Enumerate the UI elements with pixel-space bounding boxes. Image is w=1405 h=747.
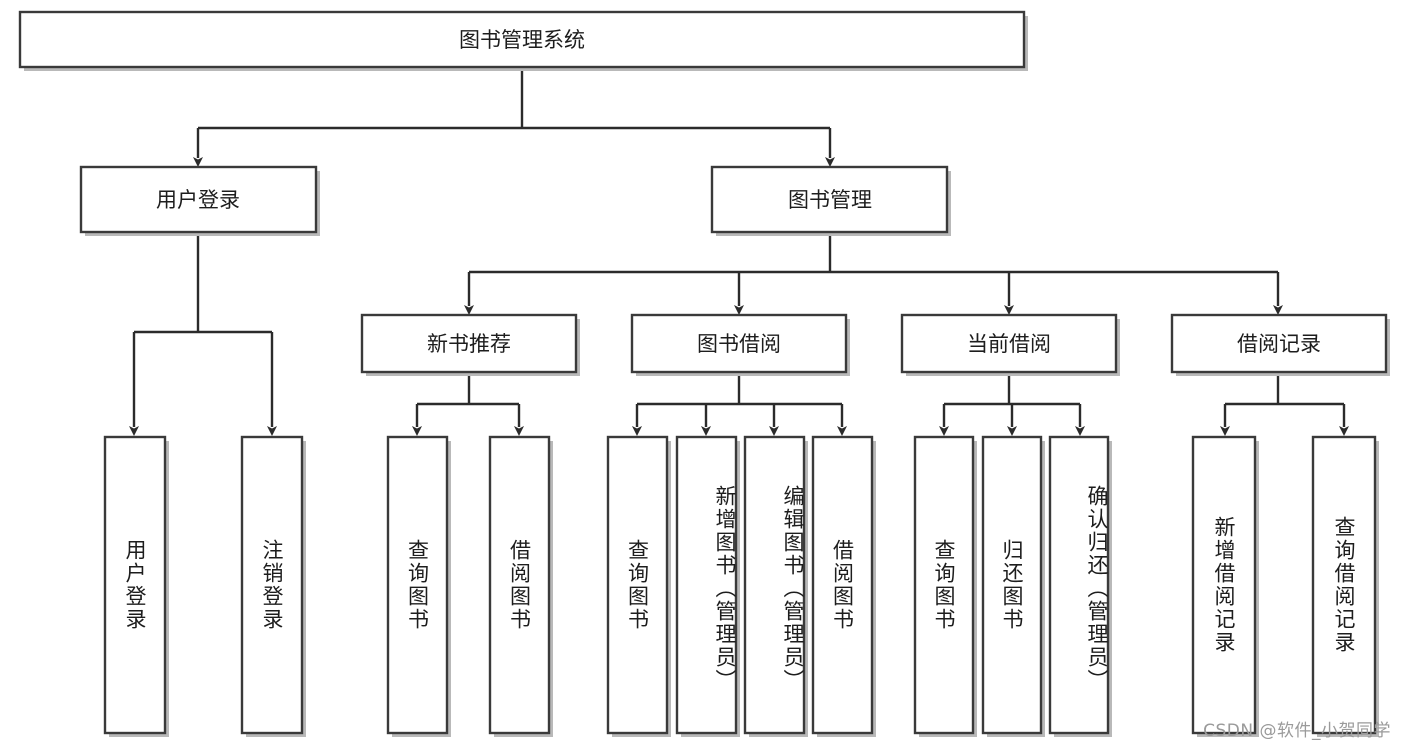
leaf-label-borrow-record-2: 查询借阅记录 <box>1332 516 1357 654</box>
node-borrow-record-label: 借阅记录 <box>1237 332 1321 356</box>
leaf-box-book-borrow-3[interactable] <box>743 435 808 737</box>
leaf-label-borrow-record-1: 新增借阅记录 <box>1212 516 1237 654</box>
leaf-box-book-borrow-1[interactable] <box>606 435 671 737</box>
leaf-box-current-borrow-1[interactable] <box>913 435 977 737</box>
node-borrow-record[interactable]: 借阅记录 <box>1170 313 1390 376</box>
node-root-label: 图书管理系统 <box>459 28 585 52</box>
leaf-box-borrow-record-1[interactable] <box>1191 435 1259 737</box>
node-root[interactable]: 图书管理系统 <box>18 10 1028 71</box>
leaf-box-user-login-2[interactable] <box>240 435 306 737</box>
leaf-label-user-login-2: 注销登录 <box>260 539 285 631</box>
leaf-label-book-borrow-3: 编辑图书（管理员） <box>781 484 805 692</box>
leaf-label-book-borrow-1: 查询图书 <box>625 539 650 631</box>
leaf-box-current-borrow-3[interactable] <box>1048 435 1112 737</box>
connector-group-new-book <box>412 375 524 436</box>
leaf-label-current-borrow-1: 查询图书 <box>932 539 957 631</box>
leaf-label-current-borrow-3: 确认归还（管理员） <box>1085 484 1109 692</box>
leaf-label-user-login-1: 用户登录 <box>123 539 148 631</box>
connector-group-root <box>193 67 835 167</box>
leaf-box-book-borrow-4[interactable] <box>811 435 876 737</box>
leaf-box-new-book-1[interactable] <box>386 435 451 737</box>
leaf-label-current-borrow-2: 归还图书 <box>1000 539 1025 631</box>
node-book-manage[interactable]: 图书管理 <box>710 165 951 236</box>
node-new-book-recommend-label: 新书推荐 <box>427 332 511 356</box>
connector-group-current-borrow <box>939 375 1085 436</box>
leaf-label-book-borrow-2: 新增图书（管理员） <box>713 484 737 692</box>
leaf-label-new-book-1: 查询图书 <box>405 539 430 631</box>
node-book-manage-label: 图书管理 <box>788 188 872 212</box>
leaf-box-user-login-1[interactable] <box>103 435 169 737</box>
leaf-box-borrow-record-2[interactable] <box>1311 435 1379 737</box>
connector-group-borrow-record <box>1220 375 1349 436</box>
leaf-box-new-book-2[interactable] <box>488 435 553 737</box>
node-user-login-label: 用户登录 <box>156 188 240 212</box>
node-current-borrow-label: 当前借阅 <box>967 332 1051 356</box>
leaf-label-book-borrow-4: 借阅图书 <box>830 539 855 631</box>
connector-group-book-manage <box>464 232 1283 315</box>
connector-group-user-login <box>129 232 277 436</box>
node-new-book-recommend[interactable]: 新书推荐 <box>360 313 580 376</box>
leaf-box-current-borrow-2[interactable] <box>981 435 1045 737</box>
connector-group-book-borrow <box>632 375 847 436</box>
node-book-borrow-label: 图书借阅 <box>697 332 781 356</box>
node-current-borrow[interactable]: 当前借阅 <box>900 313 1120 376</box>
leaf-box-book-borrow-2[interactable] <box>675 435 740 737</box>
node-book-borrow[interactable]: 图书借阅 <box>630 313 850 376</box>
node-user-login[interactable]: 用户登录 <box>79 165 320 236</box>
leaf-label-new-book-2: 借阅图书 <box>507 539 532 631</box>
